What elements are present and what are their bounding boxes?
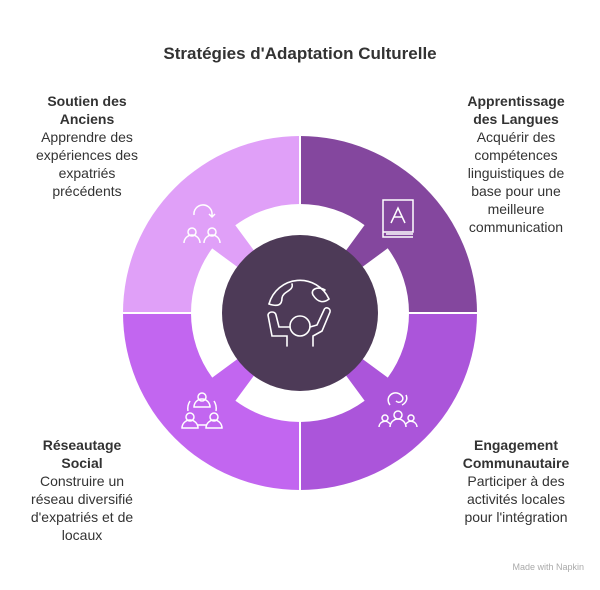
item-desc: base pour une bbox=[471, 183, 561, 199]
item-desc: d'expatriés et de bbox=[30, 509, 134, 525]
item-title: Réseautage bbox=[42, 437, 122, 453]
item-title: Engagement bbox=[473, 437, 558, 453]
globe-person-icon bbox=[267, 279, 331, 347]
item-desc: pour l'intégration bbox=[464, 509, 568, 525]
item-engagement-communautaire: Engagement Communautaire Participer à de… bbox=[448, 436, 584, 526]
item-desc: Construire un bbox=[39, 473, 125, 489]
network-icon bbox=[181, 392, 223, 429]
book-icon bbox=[382, 199, 414, 238]
item-desc: meilleure bbox=[487, 201, 545, 217]
item-desc: précédents bbox=[52, 183, 122, 199]
item-desc: expériences des bbox=[36, 147, 138, 163]
item-desc: compétences bbox=[474, 147, 558, 163]
item-desc: activités locales bbox=[466, 491, 566, 507]
inner-ring bbox=[191, 204, 409, 422]
item-desc: linguistiques de bbox=[467, 165, 565, 181]
center-hub bbox=[222, 235, 378, 391]
item-title: Soutien des bbox=[47, 93, 127, 109]
item-desc: Apprendre des bbox=[41, 129, 133, 145]
item-title: Anciens bbox=[59, 111, 115, 127]
item-title: Social bbox=[61, 455, 103, 471]
community-icon bbox=[378, 392, 418, 428]
item-title: Apprentissage bbox=[467, 93, 565, 109]
item-desc: Participer à des bbox=[467, 473, 565, 489]
item-desc: communication bbox=[468, 219, 564, 235]
diagram-title: Stratégies d'Adaptation Culturelle bbox=[163, 44, 437, 63]
item-title: Communautaire bbox=[462, 455, 570, 471]
item-title: des Langues bbox=[473, 111, 559, 127]
item-apprentissage-langues: Apprentissage des Langues Acquérir des c… bbox=[448, 92, 584, 236]
item-desc: réseau diversifié bbox=[31, 491, 133, 507]
mentor-people-icon bbox=[183, 204, 221, 244]
made-with-napkin-footer[interactable]: Made with Napkin bbox=[512, 562, 584, 572]
item-reseautage-social: Réseautage Social Construire un réseau d… bbox=[14, 436, 150, 544]
item-desc: Acquérir des bbox=[476, 129, 556, 145]
item-desc: expatriés bbox=[58, 165, 116, 181]
item-soutien-anciens: Soutien des Anciens Apprendre des expéri… bbox=[22, 92, 152, 200]
item-desc: locaux bbox=[61, 527, 103, 543]
